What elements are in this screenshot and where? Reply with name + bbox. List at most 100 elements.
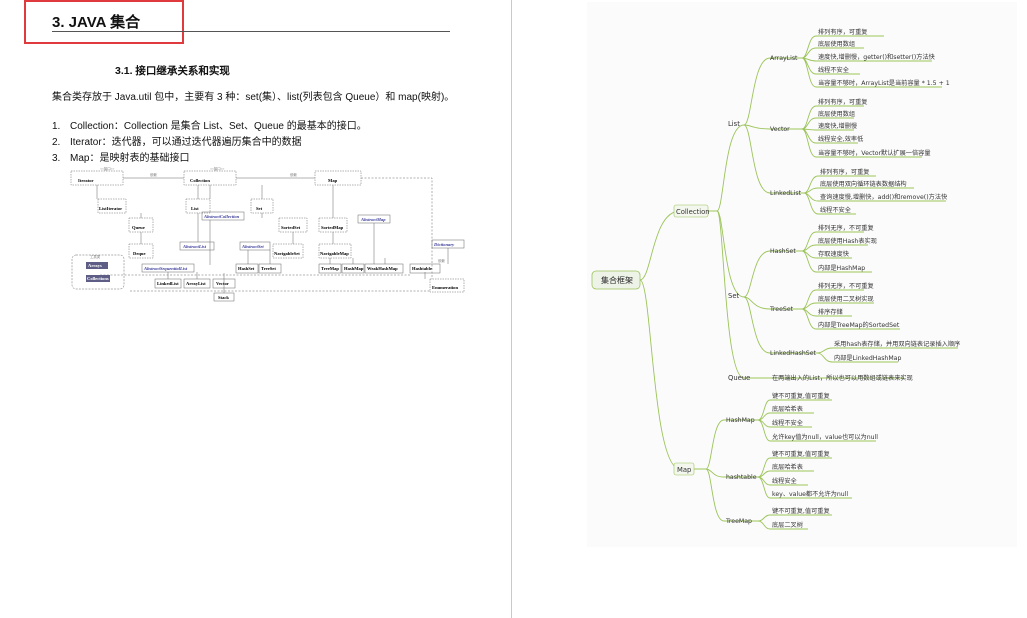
svg-text:Collection: Collection [676, 208, 710, 216]
svg-text:ListIterator: ListIterator [99, 206, 122, 211]
numbered-list: 1.Collection：Collection 是集合 List、Set、Que… [52, 119, 367, 167]
svg-text:底层使用数组: 底层使用数组 [818, 110, 855, 118]
intro-paragraph: 集合类存放于 Java.util 包中，主要有 3 种：set(集）、list(… [52, 92, 455, 103]
svg-text:底层哈希表: 底层哈希表 [772, 405, 803, 413]
svg-text:HashSet: HashSet [770, 248, 796, 255]
svg-text:ArrayList: ArrayList [186, 281, 206, 286]
svg-text:List: List [191, 206, 199, 211]
svg-text:Enumeration: Enumeration [432, 285, 458, 290]
page-divider [511, 0, 512, 618]
title-highlight-box [24, 0, 184, 44]
svg-text:Set: Set [728, 292, 739, 300]
svg-text:允许key值为null，value也可以为null: 允许key值为null，value也可以为null [772, 433, 878, 441]
svg-text:当容量不够时，Vector默认扩展一倍容量: 当容量不够时，Vector默认扩展一倍容量 [818, 149, 931, 157]
svg-text:集合框架: 集合框架 [601, 275, 633, 285]
collection-framework-mindmap: 集合框架 Collection Map List Set Queue 在两端出入… [587, 2, 1017, 547]
svg-text:排序存储: 排序存储 [818, 308, 843, 316]
svg-text:HashMap: HashMap [344, 266, 364, 271]
svg-text:速度快,增删慢: 速度快,增删慢 [818, 122, 857, 130]
svg-text:WeakHashMap: WeakHashMap [367, 266, 398, 271]
list-item: 1.Collection：Collection 是集合 List、Set、Que… [52, 121, 367, 132]
svg-text:LinkedList: LinkedList [157, 281, 179, 286]
svg-text:内部是LinkedHashMap: 内部是LinkedHashMap [834, 354, 901, 362]
svg-text:排列无序，不可重复: 排列无序，不可重复 [818, 224, 874, 232]
svg-text:键不可重复,值可重复: 键不可重复,值可重复 [772, 507, 830, 515]
section-title: 3. JAVA 集合 [52, 14, 141, 31]
title-underline [52, 31, 450, 32]
right-page: 集合框架 Collection Map List Set Queue 在两端出入… [512, 0, 1027, 618]
svg-text:NavigableMap: NavigableMap [320, 251, 349, 256]
list-item: 2.Iterator：迭代器，可以通过迭代器遍历集合中的数据 [52, 137, 302, 148]
svg-text:当容量不够时，ArrayList是当前容量 * 1.5 +: 当容量不够时，ArrayList是当前容量 * 1.5 + 1 [818, 79, 950, 87]
svg-text:存取速度快: 存取速度快 [818, 250, 850, 258]
svg-text:内部是HashMap: 内部是HashMap [818, 264, 865, 272]
svg-text:工具类: 工具类 [90, 254, 101, 259]
svg-text:底层二叉树: 底层二叉树 [772, 521, 803, 529]
svg-text:线程不安全: 线程不安全 [772, 419, 804, 427]
list-item: 3.Map：是映射表的基础接口 [52, 153, 190, 164]
svg-text:List: List [728, 120, 740, 128]
svg-text:LinkedHashSet: LinkedHashSet [770, 350, 817, 357]
svg-text:键不可重复,值可重复: 键不可重复,值可重复 [772, 450, 830, 458]
svg-text:Stack: Stack [218, 295, 229, 300]
svg-text:Vector: Vector [770, 126, 790, 133]
svg-text:AbstractSet: AbstractSet [241, 244, 264, 249]
svg-text:底层使用二叉树实现: 底层使用二叉树实现 [818, 295, 874, 303]
svg-text:HashMap: HashMap [726, 417, 755, 424]
svg-text:Iterator: Iterator [78, 178, 94, 183]
svg-text:Queue: Queue [728, 374, 750, 382]
svg-text:线程不安全: 线程不安全 [818, 66, 850, 74]
svg-text:SortedSet: SortedSet [281, 225, 301, 230]
svg-text:HashSet: HashSet [238, 266, 255, 271]
left-page: 3. JAVA 集合 3.1. 接口继承关系和实现 集合类存放于 Java.ut… [0, 0, 511, 618]
svg-text:键不可重复,值可重复: 键不可重复,值可重复 [772, 392, 830, 400]
svg-text:采用hash表存储，并用双向链表记录插入顺序: 采用hash表存储，并用双向链表记录插入顺序 [834, 340, 960, 348]
svg-text:排列有序，可重复: 排列有序，可重复 [818, 98, 868, 106]
svg-text:线程不安全: 线程不安全 [820, 206, 852, 214]
svg-text:TreeSet: TreeSet [261, 266, 276, 271]
svg-text:Vector: Vector [216, 281, 229, 286]
svg-text:LinkedList: LinkedList [770, 190, 802, 197]
svg-text:底层使用Hash表实现: 底层使用Hash表实现 [818, 237, 877, 245]
svg-text:<<接口>>: <<接口>> [210, 166, 225, 171]
svg-text:NavigableSet: NavigableSet [274, 251, 300, 256]
svg-text:底层使用双向循环链表数据结构: 底层使用双向循环链表数据结构 [820, 180, 907, 188]
svg-text:AbstractList: AbstractList [182, 244, 207, 249]
svg-text:Queue: Queue [132, 225, 145, 230]
svg-text:线程安全: 线程安全 [772, 477, 798, 485]
svg-text:Set: Set [256, 206, 263, 211]
svg-text:TreeMap: TreeMap [725, 518, 752, 525]
svg-text:AbstractCollection: AbstractCollection [203, 214, 240, 219]
svg-text:TreeMap: TreeMap [321, 266, 339, 271]
svg-text:Map: Map [677, 466, 691, 474]
svg-text:Hashtable: Hashtable [412, 266, 432, 271]
svg-text:依赖: 依赖 [438, 258, 445, 263]
collection-hierarchy-diagram: <<接口>> Iterator <<接口>> Collection Map Li… [70, 166, 465, 302]
svg-text:AbstractSequentialList: AbstractSequentialList [143, 266, 188, 271]
svg-text:内部是TreeMap的SortedSet: 内部是TreeMap的SortedSet [818, 321, 900, 329]
svg-text:TreeSet: TreeSet [769, 306, 794, 313]
svg-text:Deque: Deque [133, 251, 146, 256]
svg-text:Dictionary: Dictionary [433, 242, 455, 247]
svg-text:线程安全,效率低: 线程安全,效率低 [818, 135, 863, 143]
svg-text:在两端出入的List，所以也可以用数组或链表来实现: 在两端出入的List，所以也可以用数组或链表来实现 [772, 374, 913, 382]
svg-text:依赖: 依赖 [290, 172, 297, 177]
svg-text:Arrays: Arrays [88, 263, 102, 268]
subsection-heading: 3.1. 接口继承关系和实现 [115, 65, 230, 77]
svg-text:AbstractMap: AbstractMap [360, 217, 386, 222]
svg-text:key、value都不允许为null: key、value都不允许为null [772, 490, 848, 498]
svg-text:Map: Map [328, 178, 338, 183]
svg-text:<<接口>>: <<接口>> [100, 166, 115, 171]
svg-text:hashtable: hashtable [726, 474, 757, 481]
svg-text:底层使用数组: 底层使用数组 [818, 40, 855, 48]
svg-text:Collections: Collections [87, 276, 109, 281]
svg-text:底层哈希表: 底层哈希表 [772, 463, 803, 471]
svg-text:排列有序，可重复: 排列有序，可重复 [818, 28, 868, 36]
svg-text:排列有序，可重复: 排列有序，可重复 [820, 168, 870, 176]
svg-text:ArrayList: ArrayList [770, 55, 798, 62]
svg-text:排列无序，不可重复: 排列无序，不可重复 [818, 282, 874, 290]
svg-text:SortedMap: SortedMap [321, 225, 344, 230]
svg-text:依赖: 依赖 [150, 172, 157, 177]
svg-text:速度快,增删慢，getter()和setter()方法快: 速度快,增删慢，getter()和setter()方法快 [818, 53, 936, 61]
svg-text:Collection: Collection [190, 178, 210, 183]
